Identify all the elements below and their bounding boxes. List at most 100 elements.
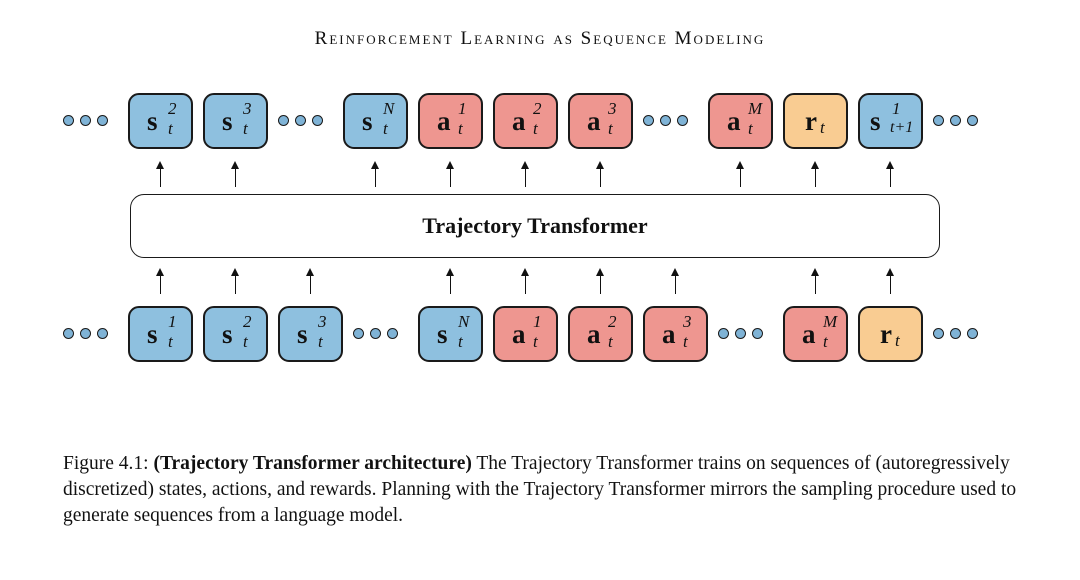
up-arrow-icon (595, 161, 604, 187)
token-subscript: t (243, 332, 248, 351)
dot-icon (97, 328, 108, 339)
token-symbol: a (437, 106, 451, 136)
token-symbol: a (727, 106, 741, 136)
dot-icon (312, 115, 323, 126)
token-subscript: t (683, 332, 688, 351)
up-arrow-icon (735, 161, 744, 187)
token-subscript: t (168, 119, 173, 138)
dot-icon (80, 115, 91, 126)
token-symbol: a (512, 319, 526, 349)
token-subscript: t (383, 119, 388, 138)
token-superscript: M (748, 99, 763, 118)
ellipsis-dots (933, 115, 981, 129)
dot-icon (950, 328, 961, 339)
up-arrow-icon (670, 268, 679, 294)
up-arrow-icon (445, 161, 454, 187)
token-subscript: t (608, 332, 613, 351)
dot-icon (660, 115, 671, 126)
dot-icon (278, 115, 289, 126)
dot-icon (370, 328, 381, 339)
up-arrow-icon (810, 268, 819, 294)
token-symbol: s (870, 106, 881, 136)
ellipsis-dots (643, 115, 691, 129)
dot-icon (718, 328, 729, 339)
up-arrow-icon (305, 268, 314, 294)
up-arrow-icon (155, 268, 164, 294)
up-arrow-icon (445, 268, 454, 294)
token-superscript: 2 (608, 312, 617, 331)
dot-icon (97, 115, 108, 126)
token-symbol: a (802, 319, 816, 349)
token-superscript: N (383, 99, 395, 118)
dot-icon (752, 328, 763, 339)
token-superscript: M (823, 312, 838, 331)
token-superscript: 3 (318, 312, 327, 331)
ellipsis-dots (63, 115, 111, 129)
token-symbol: s (362, 106, 373, 136)
token-symbol: s (222, 319, 233, 349)
token-symbol: s (147, 319, 158, 349)
token-superscript: 2 (243, 312, 252, 331)
token-superscript: 3 (683, 312, 692, 331)
token-symbol: s (147, 106, 158, 136)
dot-icon (677, 115, 688, 126)
up-arrow-icon (885, 268, 894, 294)
figure-caption: Figure 4.1: (Trajectory Transformer arch… (63, 451, 1023, 529)
trajectory-transformer-block: Trajectory Transformer (130, 194, 940, 258)
token-superscript: N (458, 312, 470, 331)
token-subscript: t (458, 332, 463, 351)
dot-icon (950, 115, 961, 126)
up-arrow-icon (885, 161, 894, 187)
token-superscript: 1 (168, 312, 177, 331)
token-subscript: t (895, 331, 900, 350)
token-subscript: t (608, 119, 613, 138)
dot-icon (80, 328, 91, 339)
up-arrow-icon (370, 161, 379, 187)
dot-icon (353, 328, 364, 339)
up-arrow-icon (595, 268, 604, 294)
token-subscript: t (533, 332, 538, 351)
token-symbol: a (587, 319, 601, 349)
dot-icon (295, 115, 306, 126)
ellipsis-dots (278, 115, 326, 129)
up-arrow-icon (520, 161, 529, 187)
dot-icon (735, 328, 746, 339)
dot-icon (967, 328, 978, 339)
token-symbol: a (662, 319, 676, 349)
ellipsis-dots (933, 328, 981, 342)
caption-bold: (Trajectory Transformer architecture) (153, 453, 472, 474)
caption-text: The Trajectory Transformer trains on seq… (63, 453, 1017, 526)
token-subscript: t (318, 332, 323, 351)
dot-icon (933, 115, 944, 126)
token-superscript: 2 (168, 99, 177, 118)
token-subscript: t+1 (890, 119, 914, 136)
dot-icon (643, 115, 654, 126)
token-subscript: t (533, 119, 538, 138)
token-subscript: t (168, 332, 173, 351)
token-subscript: t (458, 119, 463, 138)
ellipsis-dots (353, 328, 401, 342)
ellipsis-dots (63, 328, 111, 342)
dot-icon (63, 115, 74, 126)
token-subscript: t (823, 332, 828, 351)
figure-header: Reinforcement Learning as Sequence Model… (314, 28, 766, 49)
token-symbol: s (222, 106, 233, 136)
token-superscript: 3 (608, 99, 617, 118)
token-symbol: r (880, 319, 892, 349)
